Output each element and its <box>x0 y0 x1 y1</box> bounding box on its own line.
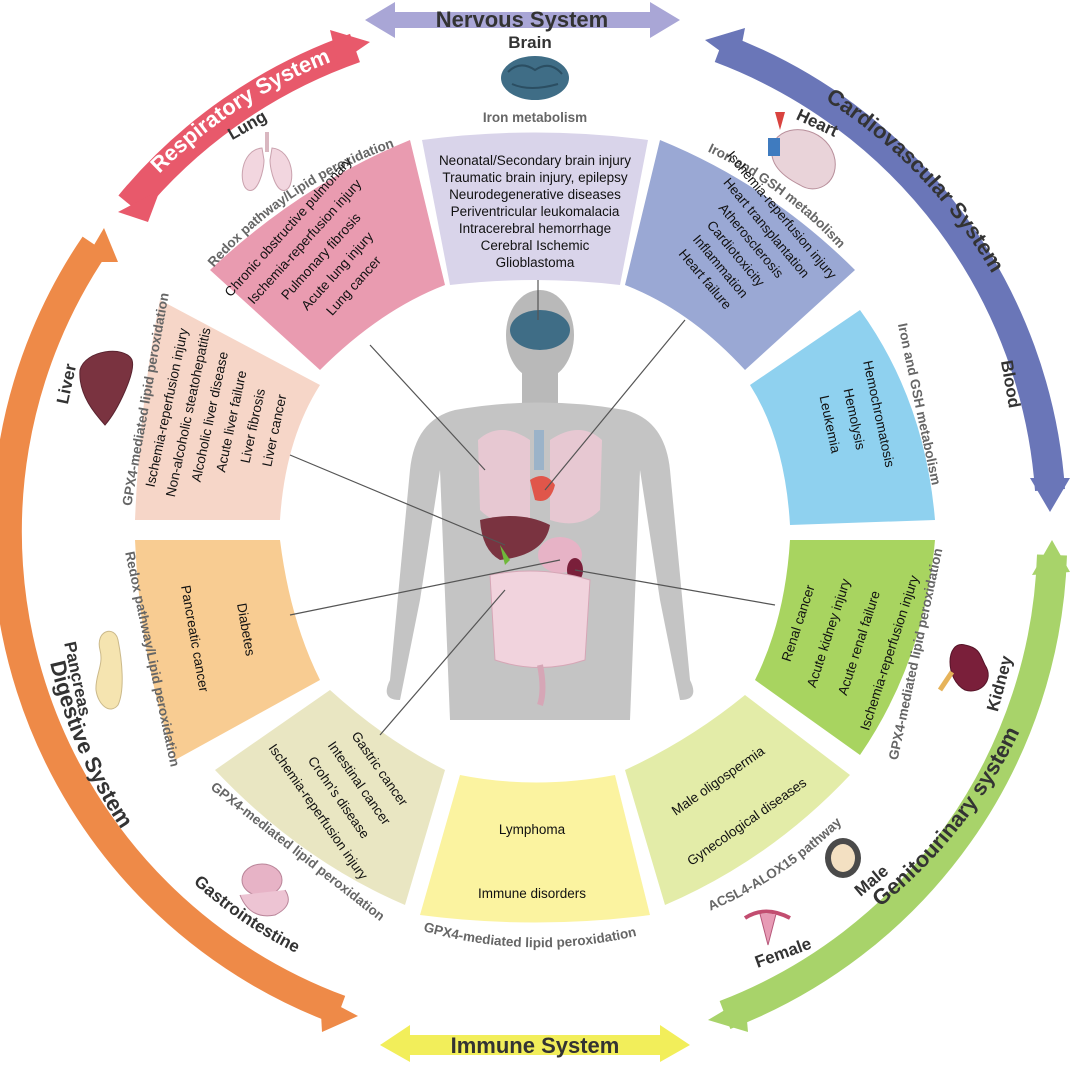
cardiovascular-system-title: Cardiovascular System <box>822 83 1009 276</box>
immune-system-title: Immune System <box>451 1033 620 1058</box>
nervous-system-arrow: Nervous System <box>365 2 680 38</box>
immune-pathway: GPX4-mediated lipid peroxidation <box>422 919 637 950</box>
central-intestines-icon <box>489 570 591 668</box>
central-left-lung <box>478 430 530 524</box>
male-icon <box>825 838 861 878</box>
heart-panel <box>625 140 855 370</box>
gastro-panel <box>215 690 445 905</box>
respiratory-system-title: Respiratory System <box>145 43 333 177</box>
central-right-lung <box>550 430 602 524</box>
lung-icon <box>241 132 293 191</box>
central-liver-icon <box>480 516 550 560</box>
brain-disease: Neurodegenerative diseases <box>449 187 621 202</box>
human-silhouette <box>386 290 694 720</box>
connector-lines <box>289 280 776 736</box>
brain-icon <box>501 56 569 100</box>
brain-disease: Glioblastoma <box>496 255 575 270</box>
blood-panel <box>750 310 935 525</box>
central-brain-icon <box>510 310 570 350</box>
kidney-icon <box>937 644 989 692</box>
liver-disease-list: Ischemia-reperfusion injury Non-alcoholi… <box>143 326 290 498</box>
liver-panel <box>135 300 320 520</box>
brain-disease-list: Neonatal/Secondary brain injury Traumati… <box>439 153 631 270</box>
pancreas-icon <box>95 630 123 710</box>
brain-panel <box>422 132 648 285</box>
liver-icon <box>79 350 134 426</box>
immune-disease: Lymphoma <box>499 822 566 837</box>
brain-pathway: Iron metabolism <box>483 110 587 125</box>
brain-label: Brain <box>508 33 551 52</box>
brain-disease: Intracerebral hemorrhage <box>459 221 611 236</box>
brain-disease: Neonatal/Secondary brain injury <box>439 153 631 168</box>
brain-disease: Cerebral Ischemic <box>481 238 590 253</box>
central-gallbladder-icon <box>500 545 510 565</box>
gastrointestine-icon <box>239 863 289 917</box>
nervous-system-title: Nervous System <box>436 7 608 32</box>
brain-disease: Periventricular leukomalacia <box>451 204 620 219</box>
immune-system-arrow: Immune System <box>380 1025 690 1062</box>
lung-panel <box>210 140 445 370</box>
central-trachea <box>534 430 544 470</box>
immune-panel <box>420 775 650 923</box>
central-heart-icon <box>530 476 555 501</box>
heart-icon <box>768 112 836 190</box>
immune-disease: Immune disorders <box>478 886 586 901</box>
immune-disease-list: Lymphoma Immune disorders <box>478 822 586 901</box>
reproductive-panel <box>625 695 850 905</box>
brain-disease: Traumatic brain injury, epilepsy <box>442 170 628 185</box>
kidney-panel <box>755 540 935 755</box>
pancreas-panel <box>135 540 320 760</box>
liver-label: Liver <box>53 362 80 406</box>
female-icon <box>743 909 791 946</box>
